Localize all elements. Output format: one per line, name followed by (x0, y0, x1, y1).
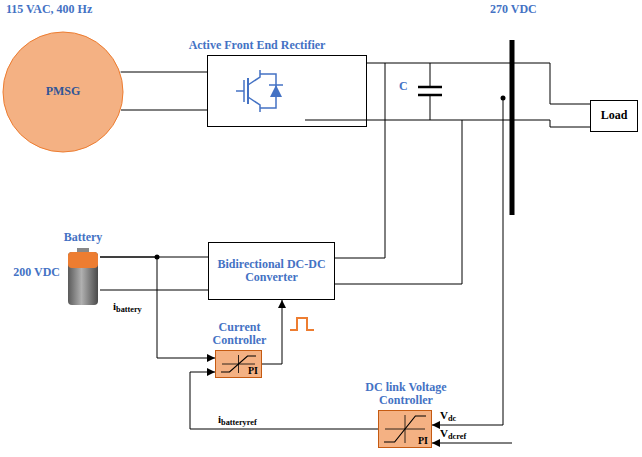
signal-name: Vdcref (440, 427, 466, 441)
signal-subscript: dcref (448, 432, 466, 441)
capacitor-lead (430, 63, 431, 87)
battery-wire (100, 290, 208, 291)
value-label: 115 VAC, 400 Hz (6, 3, 92, 16)
voltage-rating: 200 VDC (13, 266, 60, 279)
box-label: Bidirectional DC-DC Converter (213, 258, 330, 284)
signal-symbol: V (440, 427, 448, 439)
box-heading: DC link Voltage Controller (346, 381, 466, 407)
value-label: C (399, 80, 408, 93)
capacitor-lead (430, 95, 431, 120)
ac-wire (121, 110, 207, 111)
feedback-wire (432, 98, 503, 425)
signal-symbol: i (218, 413, 221, 425)
channel-bar (247, 78, 249, 104)
emitter-lead (248, 97, 260, 112)
controller-type: PI (248, 365, 258, 376)
signal-symbol: V (440, 409, 448, 421)
controller-box: DC link Voltage ControllerPI (378, 410, 432, 448)
connector-wire (121, 72, 207, 73)
controller-type: PI (418, 435, 428, 446)
process-box: Load (590, 100, 638, 132)
connector-wire (262, 300, 282, 364)
diode-bar (269, 84, 283, 86)
connector-wire (190, 372, 378, 429)
connector-wire (367, 63, 590, 104)
gate-lead (236, 90, 244, 92)
signal-name: ibatteryref (218, 413, 257, 427)
box-heading: Battery (48, 231, 118, 244)
gate-bar (243, 80, 245, 102)
signal-name: Vdc (440, 409, 456, 423)
value-label: 270 VDC (490, 3, 537, 16)
controller-box: Current ControllerPI (215, 350, 262, 378)
signal-subscript: batteryref (221, 418, 257, 427)
signal-subscript: dc (448, 414, 456, 423)
process-box: Bidirectional DC-DC Converter (208, 242, 335, 300)
process-box: Active Front End Rectifier (207, 55, 367, 127)
battery-icon: Battery200 VDC (66, 248, 100, 306)
box-heading: Current Controller (205, 321, 275, 347)
capacitor-plate (418, 86, 442, 89)
signal-symbol: i (113, 300, 116, 312)
box-label: PMSG (46, 85, 81, 98)
box-label: Load (601, 109, 628, 122)
converter-wire (335, 120, 462, 284)
battery-drawing (66, 248, 100, 306)
dc-rail (305, 120, 590, 127)
battery-band (68, 252, 98, 268)
pwm-pulse (290, 318, 314, 330)
dc-bus-bar (510, 40, 515, 215)
igbt-symbol (236, 70, 283, 112)
signal-name: ibattery (113, 300, 142, 314)
collector-lead (248, 70, 260, 85)
generator-circle-shape (3, 32, 123, 152)
connector-wire (100, 257, 215, 358)
converter-wire (335, 63, 385, 258)
battery-body (68, 252, 98, 305)
diode-triangle (270, 85, 282, 97)
signal-subscript: battery (116, 305, 142, 314)
reference-wire (432, 443, 512, 444)
box-heading: Active Front End Rectifier (182, 39, 332, 52)
generator-circle: PMSG (2, 31, 124, 153)
